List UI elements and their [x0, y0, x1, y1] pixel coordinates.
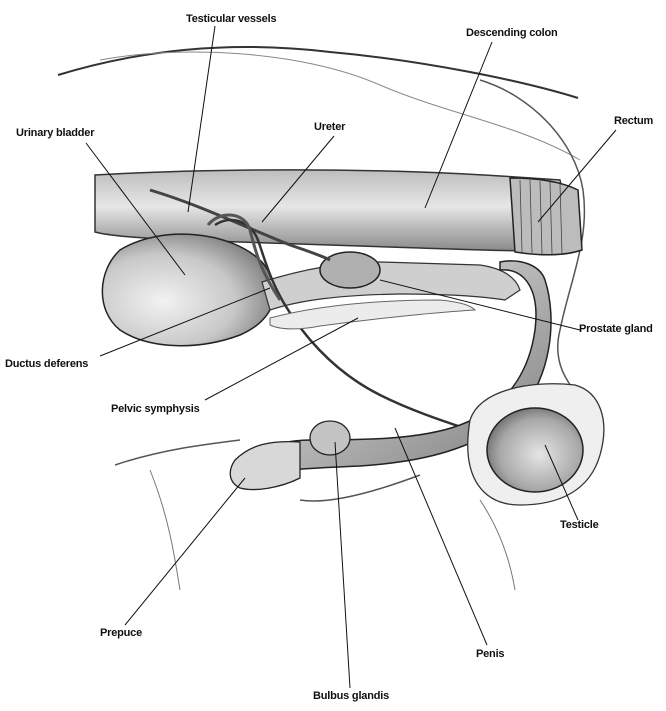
label-prostate-gland: Prostate gland: [579, 323, 653, 335]
prepuce: [230, 442, 300, 490]
label-bulbus-glandis: Bulbus glandis: [313, 690, 389, 702]
label-urinary-bladder: Urinary bladder: [16, 127, 94, 139]
hind-leg-outline: [150, 470, 515, 590]
leader-bulbus-glandis: [335, 442, 350, 688]
leader-prepuce: [125, 478, 245, 625]
prostate-gland: [320, 252, 380, 288]
urinary-bladder: [102, 234, 274, 346]
testicle: [487, 408, 583, 492]
abdominal-wall-outline: [100, 52, 580, 160]
label-testicle: Testicle: [560, 519, 599, 531]
label-penis: Penis: [476, 648, 504, 660]
label-pelvic-symphysis: Pelvic symphysis: [111, 403, 200, 415]
label-ureter: Ureter: [314, 121, 345, 133]
label-rectum: Rectum: [614, 115, 653, 127]
bulbus-glandis: [310, 421, 350, 455]
label-testicular-vessels: Testicular vessels: [186, 13, 276, 25]
label-ductus-deferens: Ductus deferens: [5, 358, 88, 370]
label-prepuce: Prepuce: [100, 627, 142, 639]
label-descending-colon: Descending colon: [466, 27, 558, 39]
pelvic-symphysis: [270, 300, 475, 329]
